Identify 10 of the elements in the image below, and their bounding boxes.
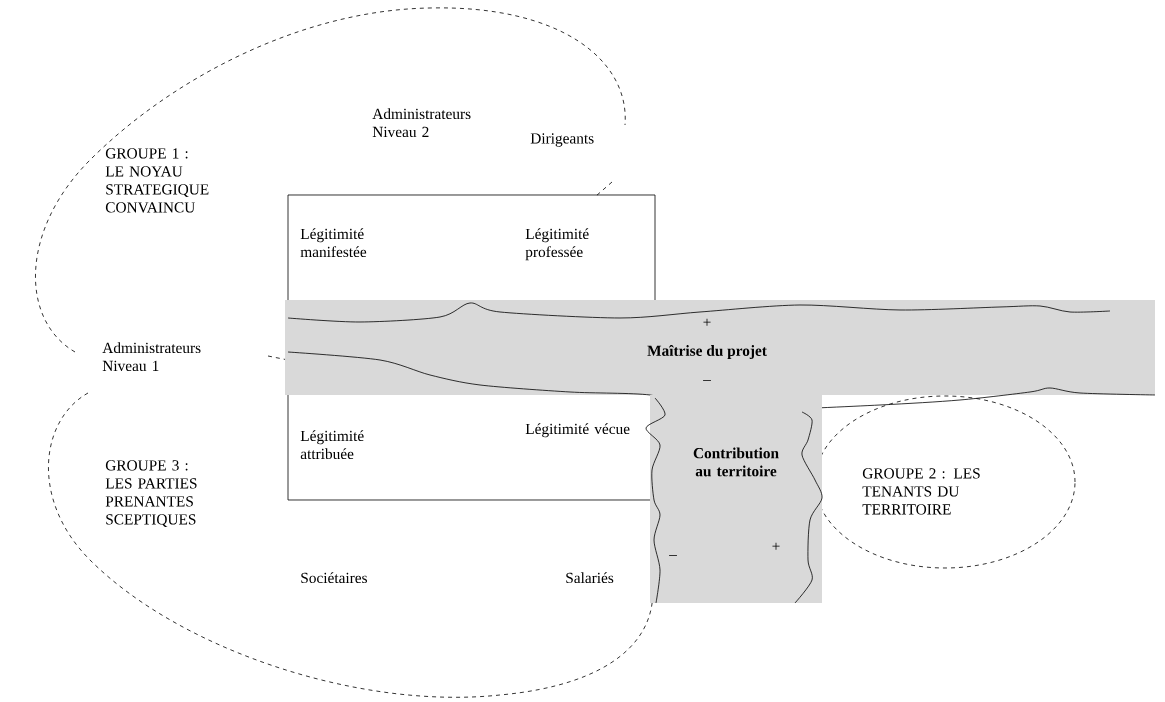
vertical-band: Contribution au territoire – +: [645, 395, 823, 604]
horizontal-band: + Maîtrise du projet –: [285, 300, 1156, 411]
stakeholder-label: Sociétaires: [301, 572, 367, 584]
stakeholder-label: Salariés: [566, 572, 614, 584]
stakeholder-label: Administrateurs Niveau 1: [102, 342, 201, 372]
node-label: Contribution au territoire: [693, 447, 779, 477]
node-label: +: [772, 542, 780, 550]
stakeholder-label: Dirigeants: [530, 133, 594, 147]
stakeholder-label: Administrateurs Niveau 2: [372, 108, 471, 138]
node-label: –: [669, 555, 677, 556]
